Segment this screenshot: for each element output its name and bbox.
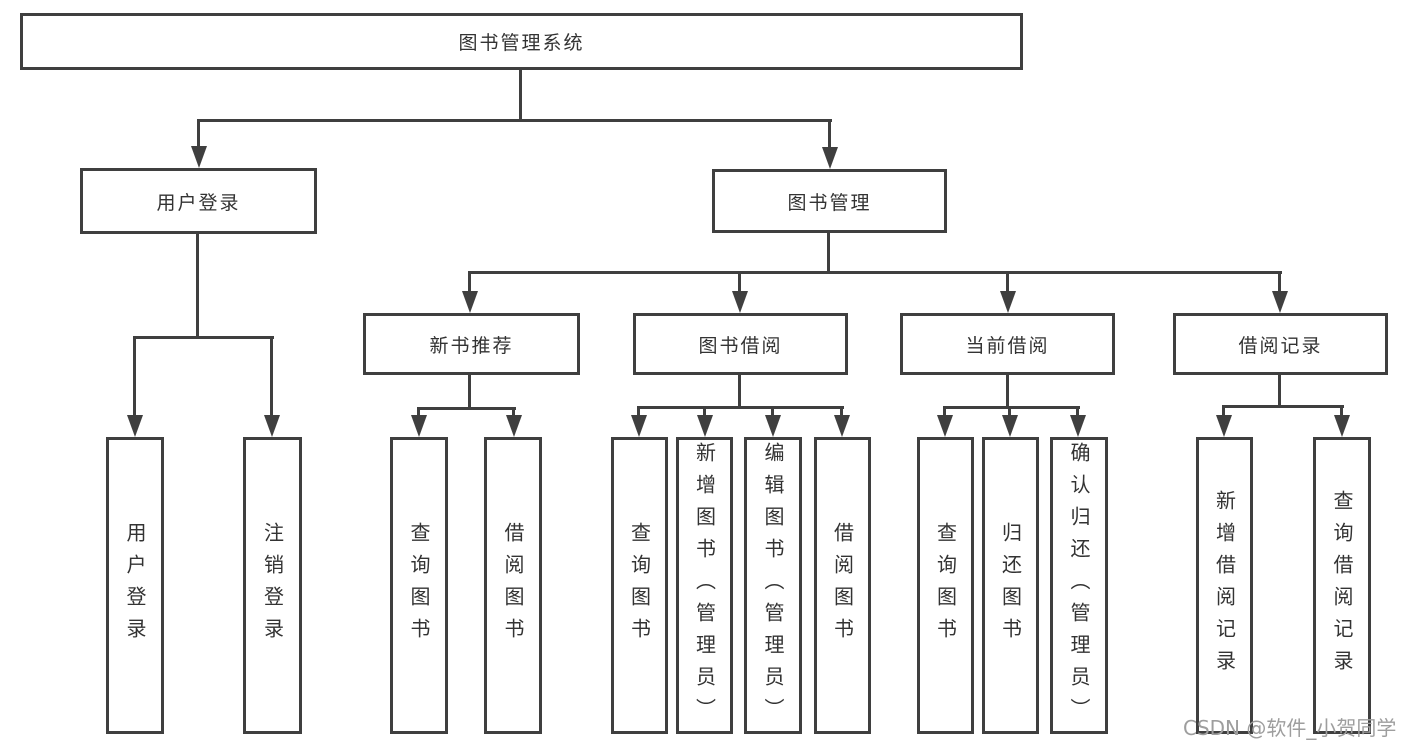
leaf-add-borrow-record: 新增借阅记录 (1196, 437, 1253, 734)
node-label: 新增借阅记录 (1212, 489, 1237, 682)
node-label: 图书管理系统 (458, 32, 585, 54)
connector-arrow-down-icon (834, 406, 850, 437)
connector-arrow-down-icon (1272, 271, 1288, 313)
connector-arrow-down-icon (1070, 406, 1086, 437)
leaf-return-book: 归还图书 (982, 437, 1039, 734)
node-label: 借阅记录 (1238, 334, 1323, 357)
node-label: 图书借阅 (698, 334, 783, 357)
node-book-borrowing: 图书借阅 (633, 313, 848, 375)
connector-line (637, 406, 844, 409)
connector-arrow-down-icon (937, 406, 953, 437)
node-new-book-recommendation: 新书推荐 (363, 313, 580, 375)
node-label: 用户登录 (156, 191, 241, 214)
connector-arrow-down-icon (1002, 406, 1018, 437)
connector-arrow-down-icon (127, 336, 143, 437)
watermark: CSDN @软件_小贺同学 (1183, 716, 1397, 740)
leaf-query-borrow-record: 查询借阅记录 (1313, 437, 1371, 734)
leaf-user-login: 用户登录 (106, 437, 164, 734)
leaf-query-book: 查询图书 (611, 437, 668, 734)
leaf-borrow-book: 借阅图书 (814, 437, 871, 734)
connector-line (1006, 374, 1009, 409)
node-user-login: 用户登录 (80, 168, 317, 234)
connector-line (1222, 405, 1344, 408)
connector-arrow-down-icon (411, 407, 427, 437)
node-label: 借阅图书 (830, 521, 855, 650)
node-label: 当前借阅 (965, 334, 1050, 357)
node-label: 查询图书 (407, 521, 431, 650)
node-borrowing-records: 借阅记录 (1173, 313, 1388, 375)
leaf-edit-book-admin: 编辑图书（管理员） (744, 437, 802, 734)
node-label: 注销登录 (260, 521, 285, 650)
connector-arrow-down-icon (732, 271, 748, 313)
node-root-library-management-system: 图书管理系统 (20, 13, 1023, 70)
connector-line (1278, 374, 1281, 408)
node-label: 归还图书 (998, 521, 1023, 650)
connector-line (468, 374, 471, 410)
connector-arrow-down-icon (1000, 271, 1016, 313)
connector-line (134, 336, 274, 339)
connector-line (468, 271, 1282, 274)
leaf-query-book: 查询图书 (917, 437, 974, 734)
connector-arrow-down-icon (1334, 405, 1350, 437)
node-current-borrowing: 当前借阅 (900, 313, 1115, 375)
node-label: 图书管理 (787, 191, 872, 214)
connector-line (519, 70, 522, 122)
connector-arrow-down-icon (506, 407, 522, 437)
connector-arrow-down-icon (697, 406, 713, 437)
node-book-management: 图书管理 (712, 169, 947, 233)
leaf-add-book-admin: 新增图书（管理员） (676, 437, 733, 734)
connector-line (827, 233, 830, 274)
connector-line (738, 374, 741, 409)
node-label: 编辑图书（管理员） (761, 441, 785, 730)
connector-line (943, 406, 1080, 409)
connector-arrow-down-icon (765, 406, 781, 437)
node-label: 新增图书（管理员） (692, 441, 717, 730)
node-label: 查询图书 (627, 521, 652, 650)
connector-arrow-down-icon (462, 271, 478, 313)
leaf-confirm-return-admin: 确认归还（管理员） (1050, 437, 1108, 734)
node-label: 借阅图书 (501, 521, 525, 650)
connector-line (196, 234, 199, 339)
node-label: 新书推荐 (429, 334, 514, 357)
connector-arrow-down-icon (264, 336, 280, 437)
leaf-query-book: 查询图书 (390, 437, 448, 734)
leaf-logout: 注销登录 (243, 437, 302, 734)
connector-arrow-down-icon (191, 119, 207, 168)
node-label: 确认归还（管理员） (1067, 441, 1091, 730)
connector-arrow-down-icon (631, 406, 647, 437)
node-label: 查询借阅记录 (1330, 489, 1354, 682)
connector-line (417, 407, 516, 410)
node-label: 用户登录 (123, 521, 147, 650)
leaf-borrow-book: 借阅图书 (484, 437, 542, 734)
connector-arrow-down-icon (822, 119, 838, 169)
connector-line (198, 119, 832, 122)
node-label: 查询图书 (933, 521, 958, 650)
connector-arrow-down-icon (1216, 405, 1232, 437)
